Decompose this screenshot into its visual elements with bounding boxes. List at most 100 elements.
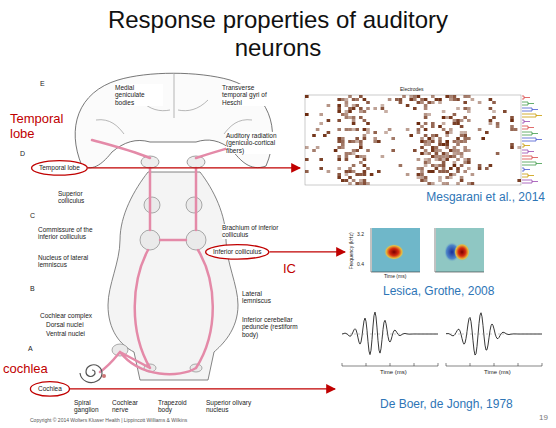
heatmap-cell <box>453 122 457 125</box>
heatmap-cell <box>355 149 359 152</box>
heatmap-cell <box>345 155 349 158</box>
waveform <box>446 313 542 355</box>
heatmap-cell <box>442 143 446 146</box>
heatmap-cell <box>492 110 496 113</box>
heatmap-cell <box>337 110 341 113</box>
section-letter: A <box>28 345 33 353</box>
heatmap-cell <box>438 170 442 173</box>
heatmap-cell <box>366 131 370 134</box>
heatmap-cell <box>449 128 453 131</box>
dendrogram <box>522 96 542 183</box>
heatmap-cell <box>417 167 421 170</box>
dendrogram-branch <box>522 108 538 111</box>
dendrogram-branch <box>522 162 542 165</box>
heatmap-cell <box>445 170 449 173</box>
heatmap-cell <box>445 176 449 179</box>
heatmap-cell <box>431 137 435 140</box>
heatmap-cell <box>453 173 457 176</box>
heatmap-cell <box>420 140 424 143</box>
dendrogram-branch <box>522 156 538 159</box>
heatmap-cell <box>442 122 446 125</box>
heatmap-cell <box>337 107 341 110</box>
heatmap-cell <box>363 155 367 158</box>
heatmap-cell <box>478 167 482 170</box>
heatmap-cell <box>431 155 435 158</box>
heatmap-cell <box>345 101 349 104</box>
heatmap-cell <box>373 137 377 140</box>
heatmap-cell <box>435 164 439 167</box>
heatmap-cell <box>345 179 349 182</box>
heatmap-cell <box>384 110 388 113</box>
heatmap-cell <box>453 98 457 101</box>
axis-label: Time (ms) <box>380 369 407 376</box>
heatmap-cell <box>348 170 352 173</box>
heatmap-cell <box>352 116 356 119</box>
citation: De Boer, de Jongh, 1978 <box>380 397 513 411</box>
heatmap-cell <box>305 113 309 116</box>
heatmap-cell <box>366 107 370 110</box>
heatmap-cell <box>442 155 446 158</box>
heatmap-cell <box>510 143 514 146</box>
heatmap-cell <box>463 170 467 173</box>
heatmap-cell <box>420 179 424 182</box>
heatmap-cell <box>463 134 467 137</box>
heatmap-cell <box>463 101 467 104</box>
dendrogram-branch <box>522 120 530 123</box>
heatmap-cell <box>363 134 367 137</box>
heatmap-cell <box>345 128 349 131</box>
heatmap-cell <box>445 131 449 134</box>
heatmap-cell <box>510 116 514 119</box>
heatmap-cell <box>435 146 439 149</box>
heatmap-cell <box>492 101 496 104</box>
heatmap-cell <box>438 155 442 158</box>
arrow-connector <box>269 251 345 252</box>
heatmap-cell <box>424 134 428 137</box>
heatmap-cell <box>492 116 496 119</box>
heatmap-cell <box>352 179 356 182</box>
heatmap-cell <box>337 137 341 140</box>
heatmap-cell <box>420 167 424 170</box>
heatmap-cell <box>417 122 421 125</box>
heatmap-cell <box>413 149 417 152</box>
heatmap <box>305 95 521 185</box>
circled-label: Inferior colliculus <box>205 244 269 260</box>
heatmap-cell <box>442 152 446 155</box>
citation: Mesgarani et al., 2014 <box>426 190 545 204</box>
heatmap-cell <box>352 152 356 155</box>
page-number: 19 <box>539 413 548 422</box>
heatmap-cell <box>359 155 363 158</box>
heatmap-cell <box>355 140 359 143</box>
heatmap-cell <box>460 155 464 158</box>
figure-panel: De Boer, de Jongh, 1978 <box>335 300 545 395</box>
heatmap-cell <box>305 146 309 149</box>
heatmap-cell <box>463 107 467 110</box>
heatmap-cell <box>438 149 442 152</box>
heatmap-cell <box>510 146 514 149</box>
heatmap-cell <box>510 125 514 128</box>
heatmap-cell <box>456 143 460 146</box>
heatmap-cell <box>319 113 323 116</box>
heatmap-cell <box>481 137 485 140</box>
heatmap-cell <box>460 140 464 143</box>
spiral-ganglion <box>102 374 106 378</box>
heatmap-cell <box>431 164 435 167</box>
anatomy-label: Trapezoid body <box>158 399 192 414</box>
heatmap-cell <box>467 149 471 152</box>
heatmap-cell <box>409 98 413 101</box>
axis-label: Time (ms) <box>484 369 511 376</box>
heatmap-cell <box>456 158 460 161</box>
heatmap-cell <box>463 137 467 140</box>
heatmap-cell <box>355 155 359 158</box>
heatmap-cell <box>427 137 431 140</box>
strf-axes <box>371 228 484 272</box>
heatmap-cell <box>467 167 471 170</box>
heatmap-cell <box>496 122 500 125</box>
heatmap-cell <box>427 101 431 104</box>
heatmap-cell <box>438 143 442 146</box>
heatmap-cell <box>467 137 471 140</box>
heatmap-cell <box>442 182 446 185</box>
heatmap-cell <box>373 140 377 143</box>
arrow-connector <box>88 167 300 168</box>
anatomy-label: Ventral nuclei <box>46 330 85 337</box>
heatmap-cell <box>359 146 363 149</box>
